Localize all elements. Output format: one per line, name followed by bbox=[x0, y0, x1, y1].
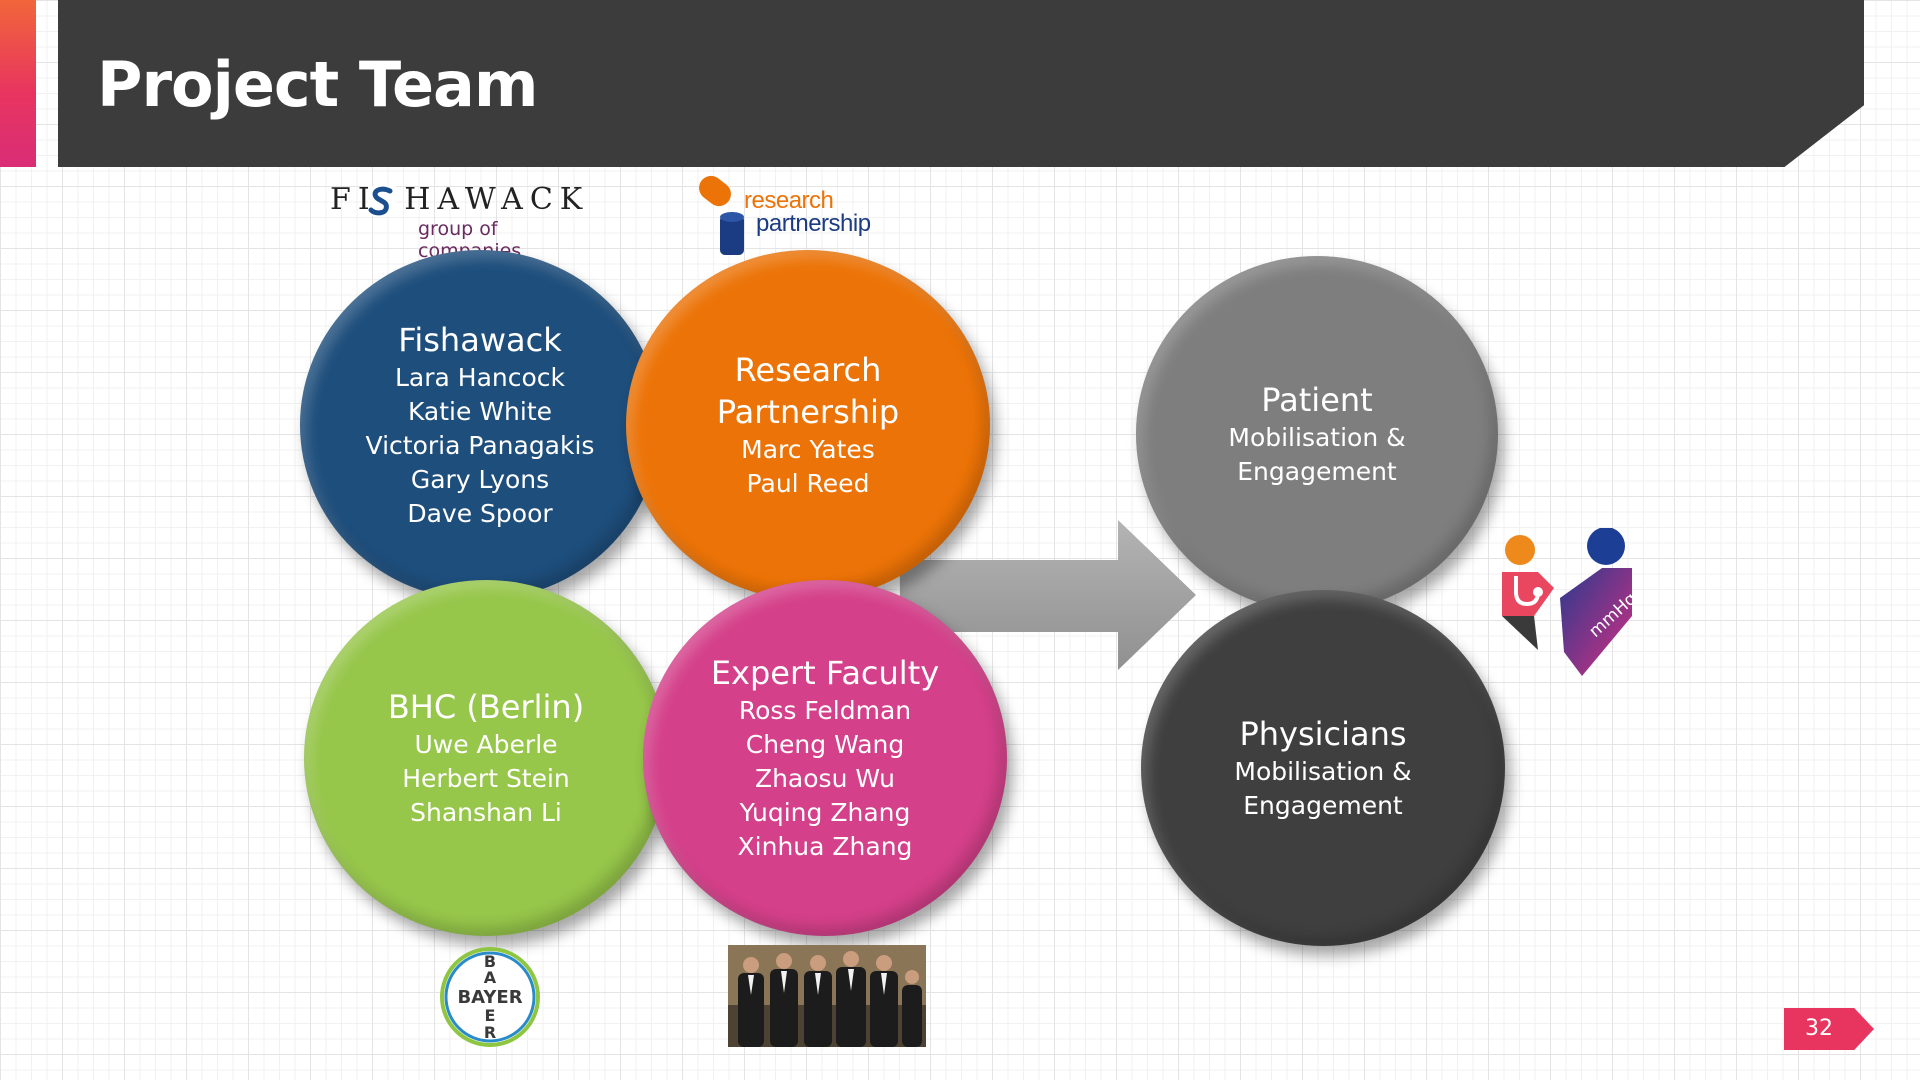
doctor-patient-mmhg-icon: mmHg bbox=[1502, 528, 1634, 676]
fishawack-logo: FISHAWACK group of companies bbox=[330, 182, 598, 262]
team-member: Uwe Aberle bbox=[414, 730, 558, 759]
patient-line2: Engagement bbox=[1237, 457, 1397, 486]
team-member: Marc Yates bbox=[741, 435, 875, 464]
patient-engagement-circle: Patient Mobilisation & Engagement bbox=[1136, 256, 1498, 612]
svg-text:E: E bbox=[485, 1006, 496, 1025]
team-member: Cheng Wang bbox=[745, 730, 905, 759]
physicians-title: Physicians bbox=[1239, 715, 1407, 753]
team-member: Xinhua Zhang bbox=[737, 832, 913, 861]
expert-faculty-title: Expert Faculty bbox=[710, 654, 940, 692]
page-number-badge: 32 bbox=[1784, 1008, 1874, 1050]
bayer-logo: B A BAYER E R bbox=[440, 947, 540, 1047]
team-member: Zhaosu Wu bbox=[754, 764, 896, 793]
research-partnership-title-line2: Partnership bbox=[716, 393, 900, 431]
expert-faculty-group-photo bbox=[728, 945, 926, 1047]
fishawack-team-circle: Fishawack Lara Hancock Katie White Victo… bbox=[300, 250, 660, 600]
slide-title: Project Team bbox=[97, 48, 538, 121]
team-member: Dave Spoor bbox=[407, 499, 553, 528]
team-member: Gary Lyons bbox=[410, 465, 550, 494]
physicians-engagement-circle: Physicians Mobilisation & Engagement bbox=[1141, 590, 1505, 946]
physicians-line2: Engagement bbox=[1243, 791, 1403, 820]
header-accent-bar bbox=[0, 0, 36, 167]
research-partnership-logo: research partnership bbox=[698, 175, 884, 259]
team-member: Herbert Stein bbox=[402, 764, 570, 793]
patient-title: Patient bbox=[1261, 381, 1373, 419]
group-photo-people bbox=[728, 945, 926, 1047]
research-partnership-mark-icon bbox=[699, 175, 744, 255]
team-member: Shanshan Li bbox=[410, 798, 562, 827]
page-number: 32 bbox=[1805, 1016, 1833, 1041]
research-partnership-logo-line1: research bbox=[744, 187, 834, 214]
bhc-team-title: BHC (Berlin) bbox=[387, 688, 585, 726]
svg-text:R: R bbox=[484, 1023, 496, 1042]
team-member: Paul Reed bbox=[746, 469, 870, 498]
slide-header bbox=[58, 0, 1864, 167]
flow-arrow bbox=[900, 520, 1196, 670]
team-member: Yuqing Zhang bbox=[739, 798, 911, 827]
patient-line1: Mobilisation & bbox=[1228, 423, 1406, 452]
research-partnership-title-line1: Research bbox=[734, 351, 882, 389]
fishawack-swoosh-icon bbox=[368, 186, 396, 216]
team-member: Lara Hancock bbox=[394, 363, 566, 392]
research-partnership-logo-line2: partnership bbox=[756, 210, 871, 237]
svg-text:B: B bbox=[484, 952, 496, 971]
team-member: Katie White bbox=[407, 397, 553, 426]
bhc-team-circle: BHC (Berlin) Uwe Aberle Herbert Stein Sh… bbox=[304, 580, 668, 936]
expert-faculty-team-circle: Expert Faculty Ross Feldman Cheng Wang Z… bbox=[643, 580, 1007, 936]
fishawack-team-title: Fishawack bbox=[398, 321, 562, 359]
bayer-logo-text: BAYER bbox=[457, 987, 522, 1008]
svg-text:A: A bbox=[484, 968, 497, 987]
team-member: Victoria Panagakis bbox=[365, 431, 595, 460]
research-partnership-team-circle: Research Partnership Marc Yates Paul Ree… bbox=[626, 250, 990, 600]
team-member: Ross Feldman bbox=[738, 696, 912, 725]
physicians-line1: Mobilisation & bbox=[1234, 757, 1412, 786]
